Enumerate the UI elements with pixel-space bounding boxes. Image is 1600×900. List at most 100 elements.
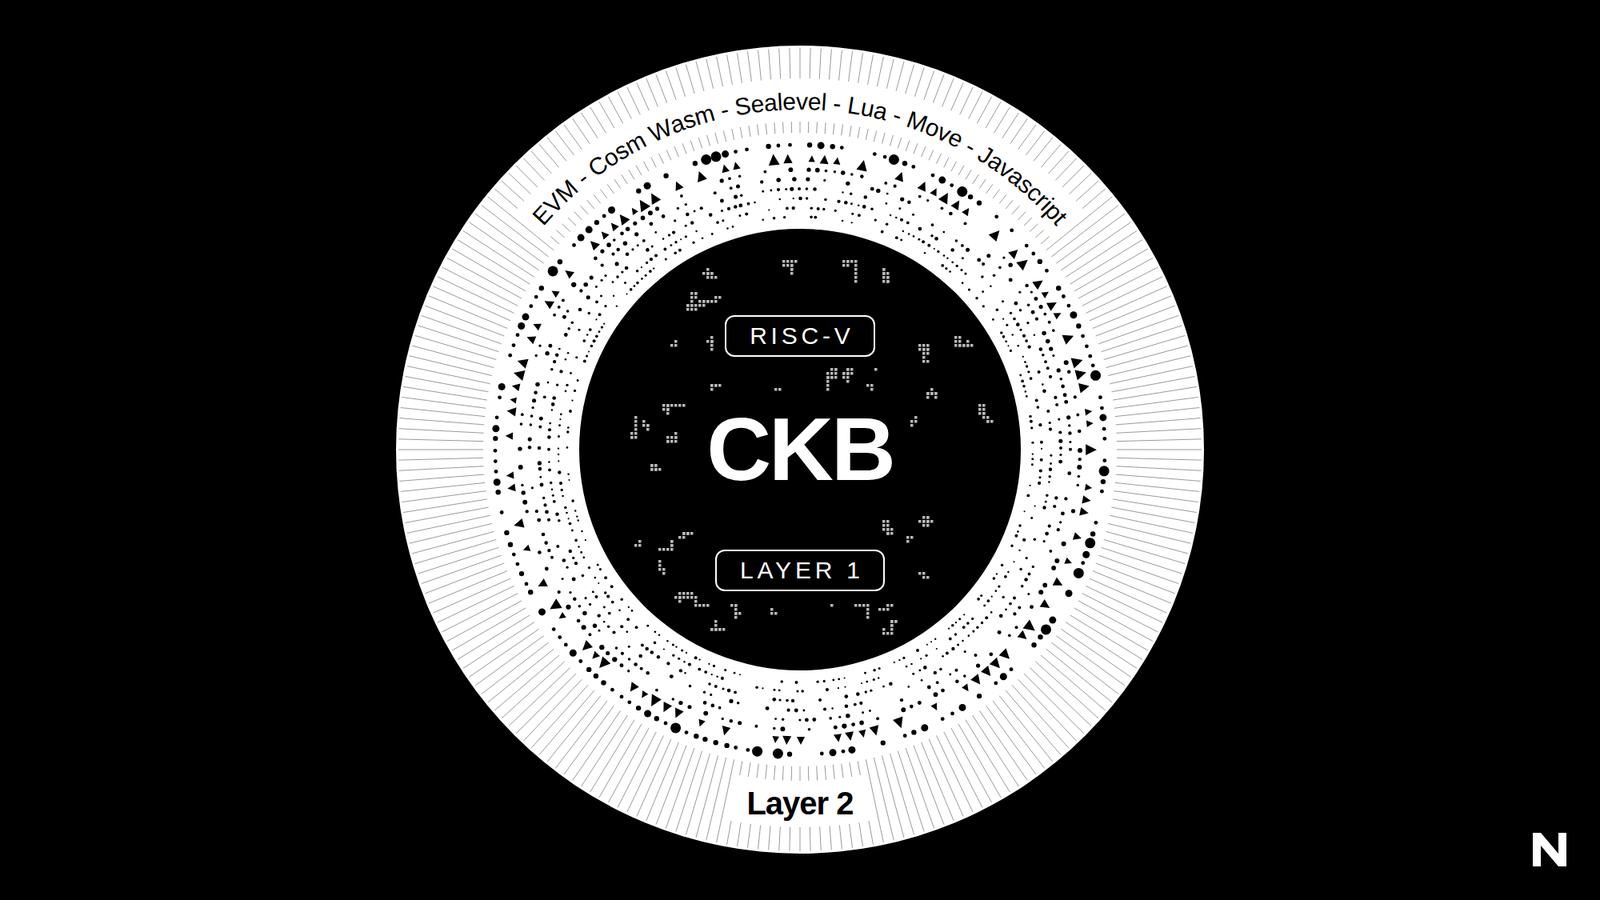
ring-dot [1061, 541, 1067, 547]
ring-dot [926, 199, 929, 202]
tick-line [747, 51, 752, 82]
ring-dot [802, 709, 805, 712]
tick-line [409, 356, 492, 376]
tick-line [828, 49, 832, 80]
pixel-cell [926, 520, 930, 524]
ring-dot [714, 684, 718, 688]
ring-triangle [1079, 507, 1089, 516]
ring-dot [942, 231, 945, 234]
pixel-cell [986, 416, 990, 420]
ring-dot [1054, 558, 1060, 564]
pixel-cell [714, 276, 718, 280]
ring-dot [784, 188, 788, 191]
pixel-cell [674, 440, 678, 444]
ring-dot [1035, 317, 1039, 321]
ring-dot [960, 268, 963, 272]
ring-dot [1063, 392, 1068, 397]
pixel-cell [786, 264, 790, 268]
tick-line [808, 121, 809, 133]
pixel-cell [954, 340, 958, 344]
ring-dot [830, 144, 836, 149]
ring-dot [740, 194, 743, 197]
tick-line [1115, 482, 1200, 492]
ring-dot [955, 679, 960, 684]
pixel-cell [930, 520, 934, 524]
pixel-cell [706, 300, 710, 304]
ring-dot [933, 671, 937, 675]
pixel-cell [914, 420, 918, 424]
tick-line [1029, 224, 1038, 232]
pixel-cell [694, 308, 698, 312]
ring-dot [1100, 479, 1106, 484]
ring-dot [672, 654, 675, 657]
ring-triangle [1062, 335, 1075, 345]
pixel-cell [710, 272, 714, 276]
tick-line [1035, 230, 1044, 238]
ring-dot [532, 398, 536, 403]
pixel-cell [686, 592, 690, 596]
ring-triangle [676, 181, 684, 192]
pixel-cell [654, 464, 658, 468]
tick-line [424, 305, 504, 336]
pixel-cell [834, 368, 838, 372]
tick-line [400, 408, 485, 417]
ring-dot [961, 281, 964, 284]
ring-dot [1048, 375, 1052, 379]
ring-dot [1046, 366, 1050, 370]
ring-triangle [590, 240, 600, 251]
ring-dot [668, 233, 671, 236]
tick-line [447, 257, 522, 299]
tick-line [468, 628, 539, 677]
ring-dot [547, 435, 552, 440]
ring-dot [615, 646, 619, 650]
ring-dot [1040, 448, 1043, 450]
pixel-cell [674, 436, 678, 440]
ring-dot [895, 216, 898, 220]
ring-dot [636, 269, 640, 273]
tick-line [698, 137, 702, 148]
ring-dot [644, 710, 652, 718]
ring-dot [864, 690, 868, 693]
ring-dot [768, 208, 770, 211]
pixel-cell [710, 348, 714, 352]
ring-dot [541, 532, 546, 537]
ring-triangle [506, 471, 515, 479]
tick-line [958, 165, 964, 176]
pixel-cell [926, 344, 930, 348]
pixel-cell [674, 404, 678, 408]
pixel-cell [682, 532, 686, 536]
ring-dot [1091, 363, 1096, 368]
ring-dot [558, 424, 561, 427]
ring-dot [988, 652, 993, 656]
tick-line [1106, 531, 1188, 553]
ring-dot [1032, 452, 1034, 455]
pixel-cell [886, 272, 890, 276]
ring-dot [840, 170, 846, 176]
ring-dot [1041, 353, 1045, 357]
tick-line [415, 335, 497, 360]
tick-line [404, 376, 488, 392]
ring-triangle [1023, 620, 1036, 632]
ring-dot [1037, 259, 1043, 264]
ring-dot [561, 577, 564, 580]
ring-dot [618, 608, 621, 612]
ring-triangle [564, 270, 575, 280]
ring-dot [1028, 572, 1032, 576]
ring-dot [755, 685, 759, 689]
tick-line [979, 179, 986, 189]
pixel-cell [670, 540, 674, 544]
tick-line [1012, 205, 1020, 214]
ring-dot [600, 325, 604, 328]
pixel-cell [926, 392, 930, 396]
ring-dot [708, 663, 710, 665]
pixel-cell [890, 620, 894, 624]
ring-dot [836, 200, 840, 204]
pixel-cell [670, 436, 674, 440]
ring-triangle [1084, 484, 1092, 492]
ring-dot [859, 701, 863, 705]
ring-dot [772, 748, 784, 760]
ring-dot [948, 270, 952, 273]
ring-dot [1024, 244, 1029, 248]
tick-line [727, 54, 733, 84]
ring-dot [678, 248, 682, 252]
